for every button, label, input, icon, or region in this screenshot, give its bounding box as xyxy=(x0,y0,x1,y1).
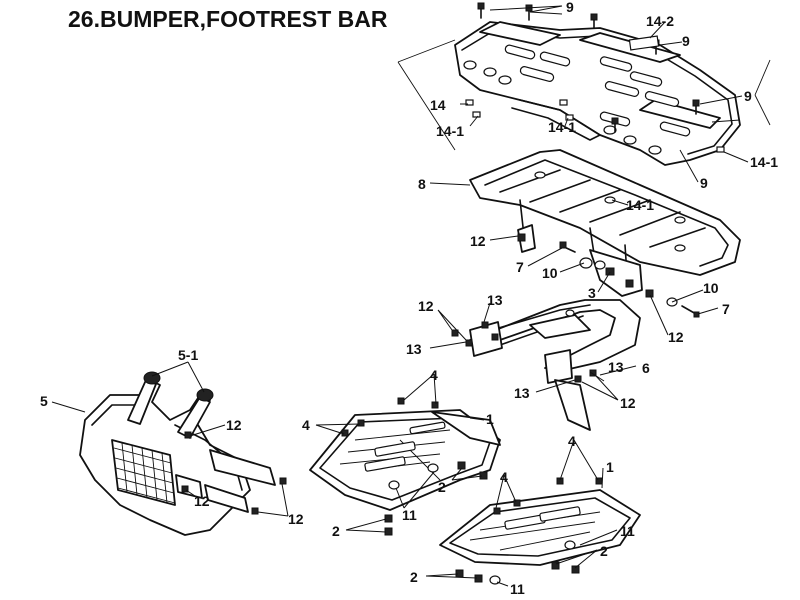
callout-14-1: 14-1 xyxy=(626,197,654,213)
callout-11: 11 xyxy=(402,507,417,523)
callout-13: 13 xyxy=(406,341,422,357)
front-bumper xyxy=(79,371,287,536)
callout-11: 11 xyxy=(620,523,635,539)
callout-4: 4 xyxy=(568,433,576,449)
callout-12: 12 xyxy=(288,511,304,527)
callout-12: 12 xyxy=(194,493,210,509)
callout-14-1: 14-1 xyxy=(436,123,464,139)
callout-4: 4 xyxy=(302,417,310,433)
callout-13: 13 xyxy=(608,359,624,375)
callout-1: 1 xyxy=(606,459,614,475)
callout-9: 9 xyxy=(744,88,752,104)
callout-10: 10 xyxy=(703,280,719,296)
leader-lines xyxy=(51,5,749,587)
bumper-mesh xyxy=(111,439,176,506)
callout-1: 1 xyxy=(486,411,494,427)
callout-5-1: 5-1 xyxy=(178,347,198,363)
callout-6: 6 xyxy=(642,360,650,376)
callout-10: 10 xyxy=(542,265,558,281)
callout-9: 9 xyxy=(566,0,574,15)
callout-12: 12 xyxy=(418,298,434,314)
callout-13: 13 xyxy=(514,385,530,401)
callout-2: 2 xyxy=(600,543,608,559)
callout-5: 5 xyxy=(40,393,48,409)
callout-14: 14 xyxy=(430,97,446,113)
callout-7: 7 xyxy=(516,259,524,275)
rack-frame xyxy=(469,149,741,297)
callout-2: 2 xyxy=(438,479,446,495)
rack-slots xyxy=(463,44,691,155)
footrest-bar xyxy=(451,299,641,431)
page-title: 26.BUMPER,FOOTREST BAR xyxy=(68,6,388,32)
callout-14-1: 14-1 xyxy=(750,154,778,170)
callout-12: 12 xyxy=(226,417,242,433)
callout-13: 13 xyxy=(487,292,503,308)
rear-rack xyxy=(397,2,771,166)
callout-4: 4 xyxy=(430,367,438,383)
callout-12: 12 xyxy=(668,329,684,345)
callout-2: 2 xyxy=(410,569,418,585)
callout-2: 2 xyxy=(332,523,340,539)
footrest-right xyxy=(439,477,641,585)
callout-9: 9 xyxy=(682,33,690,49)
callout-11: 11 xyxy=(510,581,525,597)
frame-fasteners xyxy=(517,233,700,318)
footrest-left xyxy=(309,397,501,536)
callout-8: 8 xyxy=(418,176,426,192)
callout-12: 12 xyxy=(470,233,486,249)
callout-labels: 9 14-2 9 9 14 14-1 14-1 14-1 9 8 14-1 12… xyxy=(40,0,778,597)
callout-12: 12 xyxy=(620,395,636,411)
callout-9: 9 xyxy=(700,175,708,191)
callout-14-1: 14-1 xyxy=(548,119,576,135)
callout-4: 4 xyxy=(500,469,508,485)
callout-3: 3 xyxy=(588,285,596,301)
callout-14-2: 14-2 xyxy=(646,13,674,29)
spacer-14-1-set xyxy=(465,99,725,153)
callout-7: 7 xyxy=(722,301,730,317)
